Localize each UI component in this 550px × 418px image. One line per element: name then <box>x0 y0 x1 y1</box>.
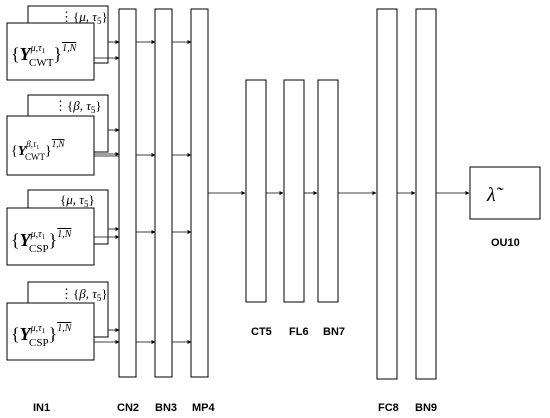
label-ou10: OU10 <box>491 237 520 249</box>
input-tag-2: ⋮{β, τ5} <box>54 98 102 115</box>
cn2-bn3-connections <box>136 40 156 344</box>
label-fc8: FC8 <box>378 402 399 414</box>
bn3-mp4-connections <box>172 40 192 344</box>
input-front-box-3 <box>6 207 95 266</box>
layer-bn9 <box>415 8 437 380</box>
input-front-box-1 <box>6 22 95 81</box>
layer-bn7 <box>317 79 339 303</box>
label-cn2: CN2 <box>117 402 139 414</box>
label-in1: IN1 <box>33 402 50 414</box>
layer-fc8 <box>376 8 398 380</box>
label-bn7: BN7 <box>323 326 345 338</box>
input-front-box-4 <box>6 302 95 361</box>
layer-ct5 <box>245 79 267 303</box>
label-fl6: FL6 <box>289 326 309 338</box>
label-mp4: MP4 <box>192 402 216 414</box>
label-ct5: CT5 <box>251 326 272 338</box>
layer-bn3 <box>154 8 173 378</box>
label-bn9: BN9 <box>415 402 437 414</box>
output-box <box>469 166 541 220</box>
layer-cn2 <box>118 8 137 378</box>
input-tag-3: {μ, τ5} <box>60 192 95 209</box>
layer-fl6 <box>283 79 305 303</box>
layer-mp4 <box>190 8 209 378</box>
input-tag-1: ⋮{μ, τ5} <box>60 9 108 26</box>
input-tag-4: ⋮{β, τ5} <box>60 286 108 303</box>
label-bn3: BN3 <box>155 402 177 414</box>
input-front-box-2 <box>6 115 95 176</box>
input-connections <box>94 40 120 344</box>
